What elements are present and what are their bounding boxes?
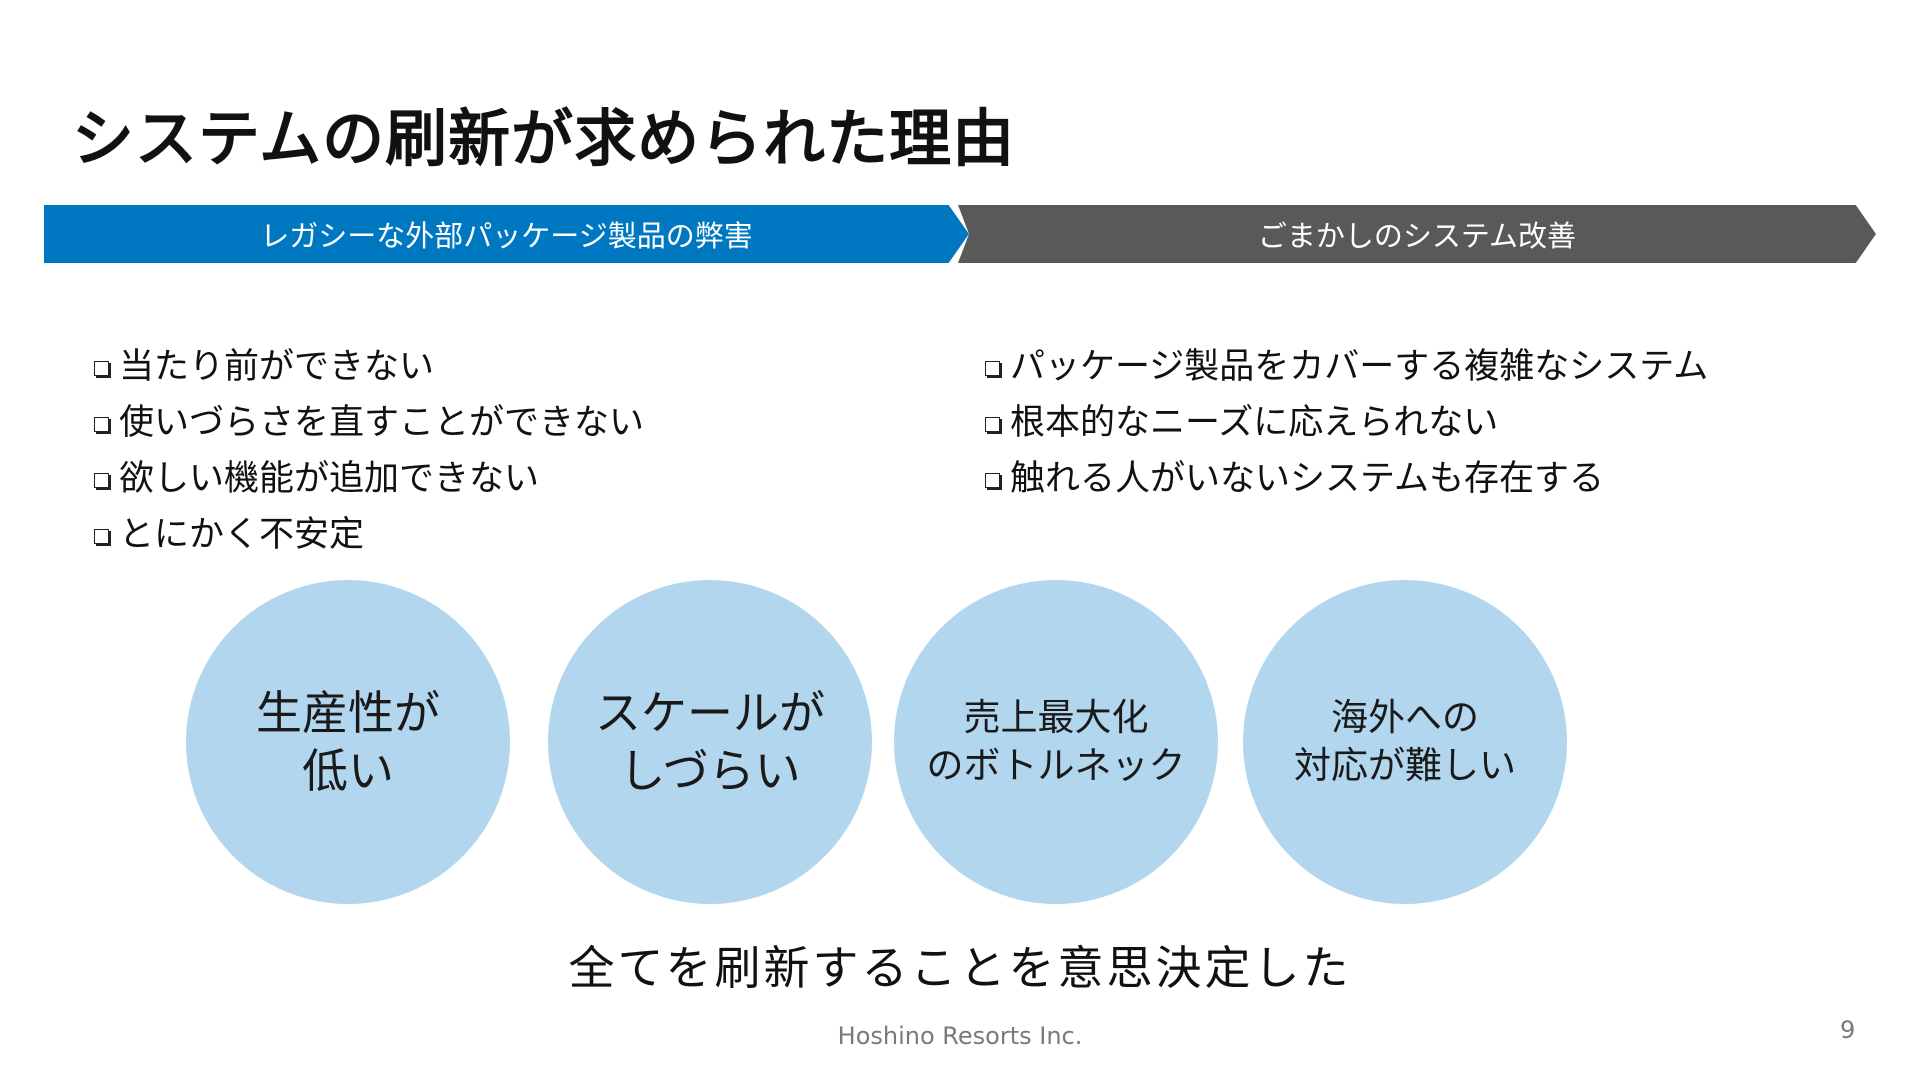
checkbox-bullet-icon: [94, 528, 109, 544]
circle-revenue-bottleneck: 売上最大化 のボトルネック: [894, 580, 1218, 904]
list-item-text: パッケージ製品をカバーする複雑なシステム: [1010, 346, 1709, 387]
list-item: 触れる人がいないシステムも存在する: [985, 447, 1708, 503]
list-item-text: 当たり前ができない: [119, 346, 435, 387]
checkbox-bullet-icon: [985, 360, 1000, 376]
circle-overseas-difficulty: 海外への 対応が難しい: [1243, 580, 1567, 904]
circle-text-line2: しづらい: [619, 744, 801, 798]
list-item-text: 根本的なニーズに応えられない: [1010, 402, 1499, 443]
list-item-text: 触れる人がいないシステムも存在する: [1010, 458, 1604, 499]
conclusion-text: 全てを刷新することを意思決定した: [568, 941, 1352, 995]
list-item: 根本的なニーズに応えられない: [985, 391, 1708, 447]
list-item: 欲しい機能が追加できない: [94, 447, 644, 503]
checkbox-bullet-icon: [94, 472, 109, 488]
circle-hard-to-scale: スケールが しづらい: [548, 580, 872, 904]
circle-text-line2: 対応が難しい: [1294, 744, 1516, 787]
circle-low-productivity: 生産性が 低い: [186, 580, 510, 904]
checkbox-bullet-icon: [985, 472, 1000, 488]
circle-text-line2: 低い: [302, 744, 394, 798]
list-item-text: 使いづらさを直すことができない: [119, 402, 645, 443]
checkbox-bullet-icon: [985, 416, 1000, 432]
footer-company: Hoshino Resorts Inc.: [837, 1022, 1083, 1050]
circle-text-line1: 海外への: [1331, 696, 1479, 739]
circle-text-line1: 売上最大化: [963, 696, 1149, 739]
banner-makeshift-improvement: ごまかしのシステム改善: [958, 205, 1876, 263]
circle-text-line1: スケールが: [595, 686, 825, 740]
list-item: パッケージ製品をカバーする複雑なシステム: [985, 335, 1708, 391]
list-item: とにかく不安定: [94, 503, 644, 559]
page-number: 9: [1840, 1016, 1856, 1044]
banner-legacy-package: レガシーな外部パッケージ製品の弊害: [44, 205, 969, 263]
list-item-text: とにかく不安定: [119, 514, 365, 555]
page-title: システムの刷新が求められた理由: [72, 102, 1016, 175]
checkbox-bullet-icon: [94, 416, 109, 432]
bullet-list-left: 当たり前ができない 使いづらさを直すことができない 欲しい機能が追加できない と…: [94, 335, 644, 559]
list-item: 使いづらさを直すことができない: [94, 391, 644, 447]
list-item-text: 欲しい機能が追加できない: [119, 458, 540, 499]
circle-text-line2: のボトルネック: [926, 744, 1186, 787]
checkbox-bullet-icon: [94, 360, 109, 376]
circle-text-line1: 生産性が: [256, 686, 440, 740]
list-item: 当たり前ができない: [94, 335, 644, 391]
bullet-list-right: パッケージ製品をカバーする複雑なシステム 根本的なニーズに応えられない 触れる人…: [985, 335, 1708, 503]
